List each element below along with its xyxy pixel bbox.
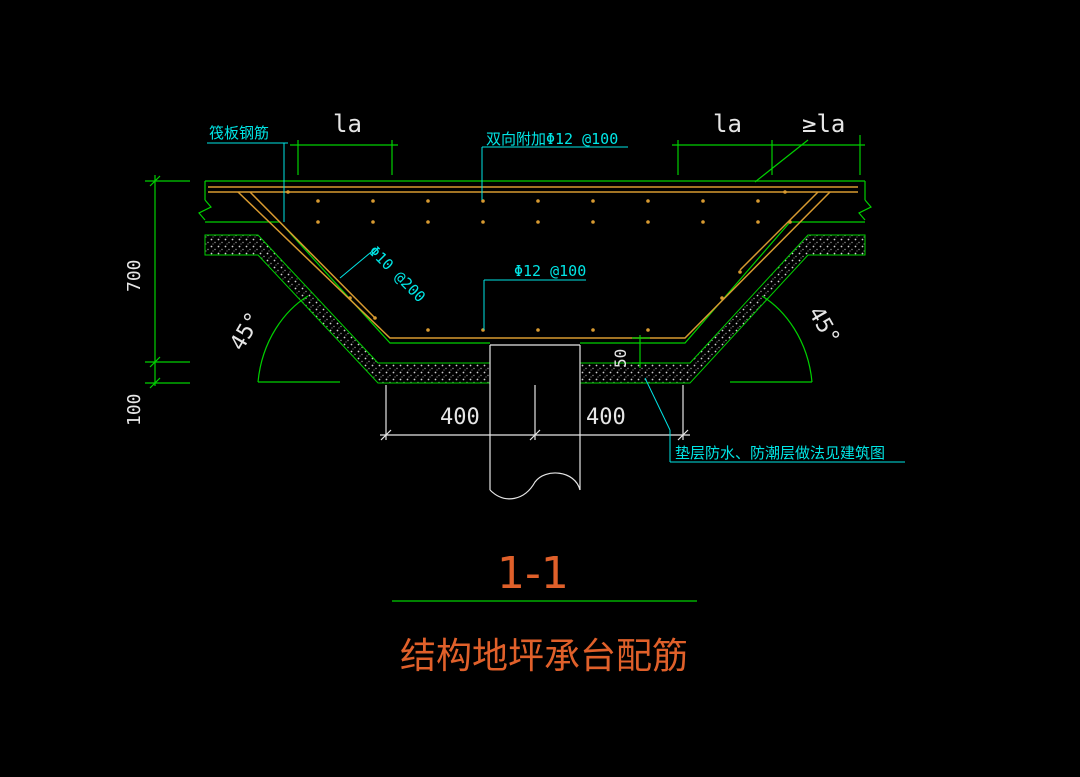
rebar-dot (371, 220, 375, 224)
rebar-sections (286, 190, 792, 332)
rebar-dot (536, 328, 540, 332)
rebar-dot (783, 190, 787, 194)
rebar-dot (788, 220, 792, 224)
rebar-dot (591, 199, 595, 203)
rebar-dot (286, 190, 290, 194)
rebar-dot (316, 199, 320, 203)
bottom-rebar-label: Φ12 @100 (514, 262, 586, 280)
rebar-dot (591, 328, 595, 332)
la-left-label: la (333, 110, 362, 138)
rebar (208, 186, 858, 339)
pile (489, 344, 581, 500)
ge-la-label: ≥la (802, 110, 845, 138)
rebar-dot (536, 220, 540, 224)
angle-left-label: 45° (226, 308, 268, 355)
section-title: 结构地坪承台配筋 (400, 636, 688, 677)
rebar-dot (481, 220, 485, 224)
rebar-dot (426, 328, 430, 332)
dim-50-label: 50 (611, 349, 630, 368)
rebar-dot (738, 270, 742, 274)
dim-400-left-label: 400 (440, 405, 480, 430)
rebar-dot (720, 296, 724, 300)
rebar-dot (701, 220, 705, 224)
waterproof-note: 垫层防水、防潮层做法见建筑图 (675, 444, 885, 462)
rebar-dot (426, 199, 430, 203)
rebar-dot (756, 199, 760, 203)
leader-lines (207, 142, 905, 463)
rebar-dot (426, 220, 430, 224)
angle-right-label: 45° (803, 303, 845, 350)
raft-rebar-label: 筏板钢筋 (209, 124, 269, 142)
rebar-dot (756, 220, 760, 224)
rebar-dot (646, 328, 650, 332)
rebar-dot (371, 199, 375, 203)
rebar-dot (373, 316, 377, 320)
rebar-dot (701, 199, 705, 203)
raft-slab (198, 180, 872, 344)
dim-400-right-label: 400 (586, 405, 626, 430)
rebar-dot (591, 220, 595, 224)
la-right-label: la (713, 110, 742, 138)
rebar-dot (481, 199, 485, 203)
dim-700-label: 700 (124, 259, 145, 292)
rebar-dot (646, 199, 650, 203)
added-rebar-label: 双向附加Φ12 @100 (486, 130, 618, 148)
rebar-dot (536, 199, 540, 203)
dim-100-label: 100 (124, 393, 145, 426)
rebar-dot (316, 220, 320, 224)
dimensions (145, 135, 865, 441)
section-id: 1-1 (497, 548, 569, 599)
rebar-dot (348, 296, 352, 300)
rebar-dot (646, 220, 650, 224)
diag-rebar-label: Φ10 @200 (365, 242, 429, 306)
